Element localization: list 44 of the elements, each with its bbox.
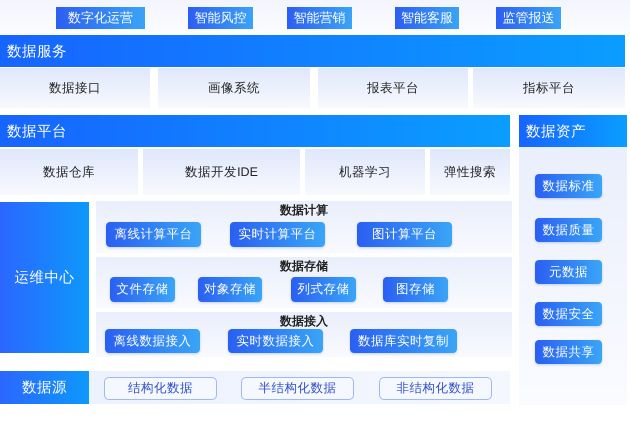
panel-title: 数据接入 [280, 314, 328, 328]
layer-header-bar: 数据服务 [0, 35, 625, 67]
layer-label-tile: 数据源 [0, 371, 89, 404]
module-tile: 画像系统 [158, 68, 310, 108]
source-type-box: 非结构化数据 [379, 377, 492, 400]
module-tile: 指标平台 [473, 68, 625, 108]
component-tag: 离线计算平台 [106, 222, 201, 247]
component-tag: 数据共享 [535, 340, 602, 364]
component-tag: 数据安全 [535, 302, 602, 326]
panel-title: 数据计算 [280, 203, 328, 217]
layer-panel [96, 201, 512, 253]
application-tile: 监管报送 [496, 7, 561, 29]
component-tag: 数据质量 [535, 218, 602, 242]
module-tile: 机器学习 [305, 149, 425, 195]
module-tile: 数据接口 [0, 68, 150, 108]
module-tile: 数据仓库 [0, 149, 138, 195]
module-tile: 报表平台 [318, 68, 468, 108]
layer-panel [96, 257, 512, 308]
component-tag: 元数据 [535, 260, 602, 284]
component-tag: 数据标准 [535, 174, 602, 198]
component-tag: 离线数据接入 [105, 329, 200, 353]
component-tag: 数据库实时复制 [350, 329, 457, 353]
component-tag: 对象存储 [198, 277, 262, 302]
asset-column-panel [519, 115, 627, 405]
application-tile: 智能营销 [287, 7, 352, 29]
component-tag: 实时计算平台 [230, 222, 325, 247]
layer-panel [96, 312, 512, 357]
component-tag: 文件存储 [110, 277, 175, 302]
component-tag: 图计算平台 [357, 222, 452, 247]
panel-title: 数据存储 [280, 259, 328, 273]
layer-header-bar: 数据平台 [0, 115, 510, 147]
component-tag: 实时数据接入 [228, 329, 323, 353]
application-tile: 智能风控 [188, 7, 253, 29]
module-tile: 数据开发IDE [143, 149, 300, 195]
ops-center-block: 运维中心 [0, 202, 89, 353]
component-tag: 列式存储 [291, 277, 356, 302]
column-header-bar: 数据资产 [519, 115, 627, 147]
source-type-box: 结构化数据 [104, 377, 217, 400]
application-tile: 智能客服 [395, 7, 459, 29]
module-tile: 弹性搜索 [430, 149, 510, 195]
component-tag: 图存储 [383, 277, 448, 302]
source-type-box: 半结构化数据 [241, 377, 354, 400]
data-source-band [0, 371, 510, 404]
application-tile: 数字化运营 [56, 7, 145, 29]
